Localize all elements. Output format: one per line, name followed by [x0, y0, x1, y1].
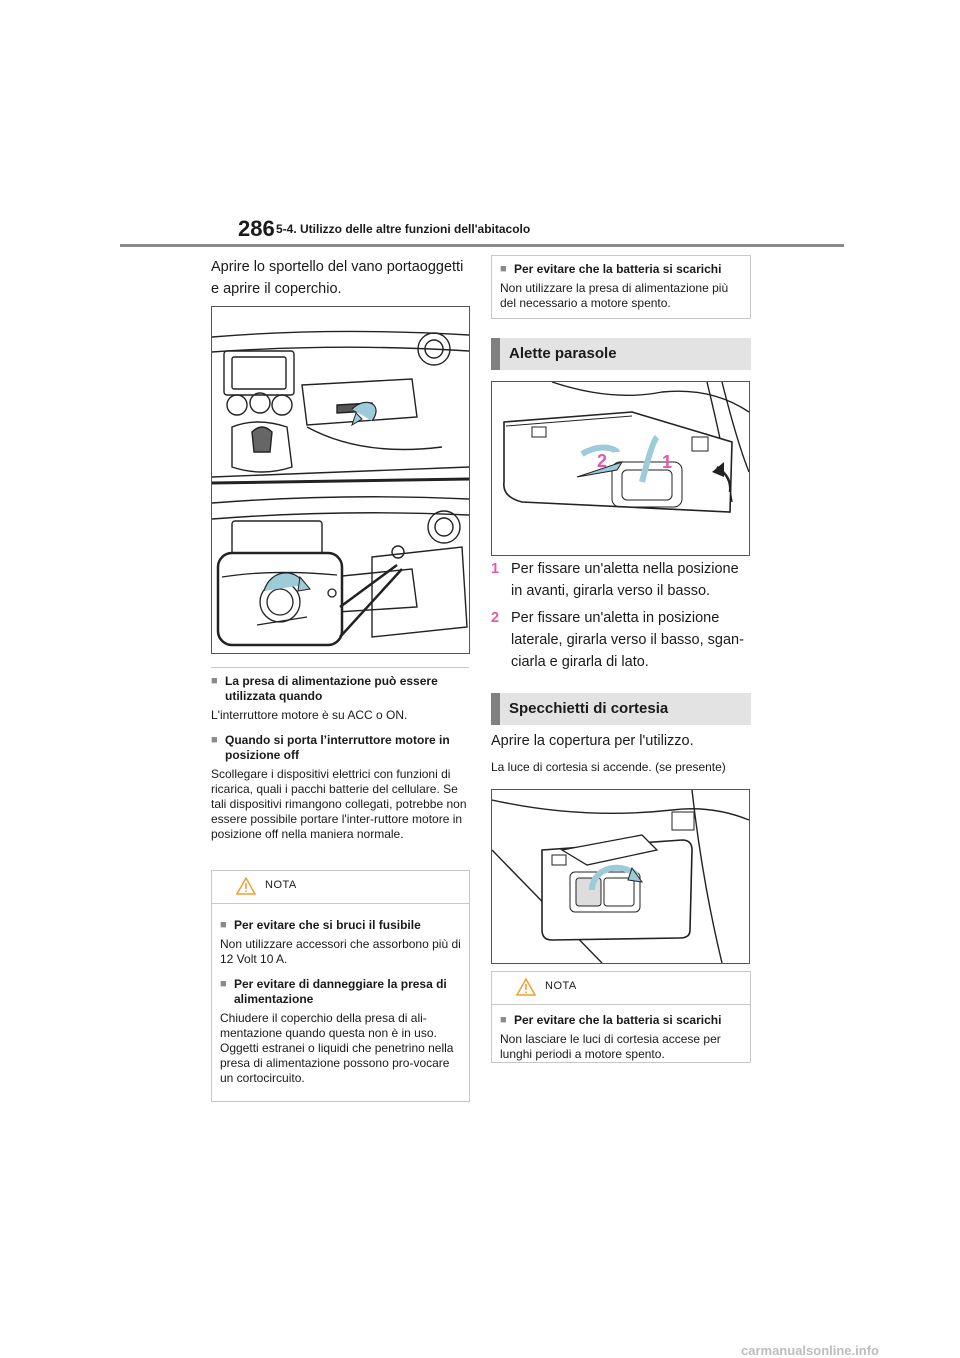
- nota-item-text-2: Chiudere il coperchio della presa di ali…: [220, 1011, 454, 1085]
- note-text-1: L'interruttore motore è su ACC o ON.: [211, 708, 408, 722]
- battery-warning-text: Non utilizzare la presa di alimentazione…: [500, 281, 729, 310]
- section-title-alette: Alette parasole: [491, 338, 751, 370]
- step-1: 1 Per fissare un'aletta nella posizione …: [491, 558, 751, 602]
- left-notes: La presa di alimentazione può essere uti…: [211, 674, 469, 842]
- nota-header-right: NOTA: [492, 972, 750, 1005]
- nota-box-left: NOTA Per evitare che si bruci il fusibil…: [211, 870, 470, 1102]
- battery-warning-box: Per evitare che la batteria si scarichi …: [491, 255, 751, 319]
- footer-watermark: carmanualsonline.info: [741, 1343, 879, 1358]
- mirror-note: La luce di cortesia si accende. (se pres…: [491, 760, 726, 774]
- section-title-specchietti: Specchietti di cortesia: [491, 693, 751, 725]
- warning-triangle-icon: [236, 877, 256, 895]
- nota-right-text: Non lasciare le luci di cortesia accese …: [500, 1032, 721, 1061]
- nota-header: NOTA: [212, 871, 469, 904]
- mirror-intro: Aprire la copertura per l'utilizzo.: [491, 733, 694, 749]
- page-number: 286: [238, 216, 275, 241]
- note-heading-2: Quando si porta l’interruttore motore in…: [211, 733, 469, 763]
- fig-label-1: 1: [662, 452, 672, 472]
- step-number-2: 2: [491, 610, 500, 626]
- glovebox-figure: [211, 306, 470, 654]
- step-2: 2 Per fissare un'aletta in posizione lat…: [491, 607, 751, 673]
- fig-label-2: 2: [597, 451, 607, 471]
- note-text-2: Scollegare i dispositivi elettrici con f…: [211, 767, 467, 841]
- header-rule: [120, 244, 844, 247]
- mirror-illustration: [492, 790, 749, 963]
- nota-right-heading: Per evitare che la batteria si scarichi: [500, 1013, 742, 1028]
- warning-triangle-icon: [516, 978, 536, 996]
- nota-item-text-1: Non utilizzare accessori che assorbono p…: [220, 937, 461, 966]
- chapter-title: 5-4. Utilizzo delle altre funzioni dell'…: [276, 222, 531, 236]
- step-text-2: Per fissare un'aletta in posizione later…: [511, 610, 744, 670]
- step-text-1: Per fissare un'aletta nella posizione in…: [511, 561, 739, 599]
- battery-warning-heading: Per evitare che la batteria si scarichi: [500, 262, 742, 277]
- glovebox-intro: Aprire lo sportello del vano portaoggett…: [211, 259, 464, 297]
- nota-label-right: NOTA: [545, 980, 577, 992]
- steps-list: 1 Per fissare un'aletta nella posizione …: [491, 558, 751, 673]
- glovebox-illustration: [212, 330, 469, 647]
- sunvisor-figure: 2 1: [491, 381, 750, 556]
- nota-item-heading-1: Per evitare che si bruci il fusibile: [220, 918, 461, 933]
- nota-box-right: NOTA Per evitare che la batteria si scar…: [491, 971, 751, 1063]
- sunvisor-illustration: 2 1: [503, 382, 749, 513]
- divider: [211, 667, 469, 668]
- mirror-figure: [491, 789, 750, 964]
- note-heading-1: La presa di alimentazione può essere uti…: [211, 674, 469, 704]
- nota-label: NOTA: [265, 879, 297, 891]
- step-number-1: 1: [491, 561, 500, 577]
- nota-item-heading-2: Per evitare di danneggiare la presa di a…: [220, 977, 461, 1007]
